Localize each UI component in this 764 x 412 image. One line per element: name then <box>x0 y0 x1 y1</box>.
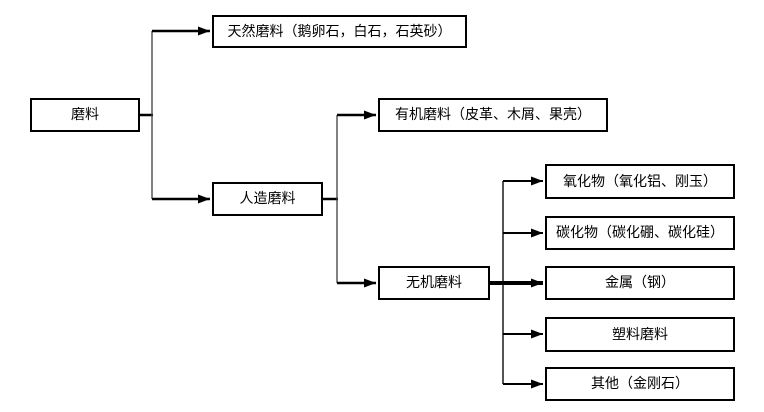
node-abrasive-root: 磨料 <box>30 98 140 132</box>
node-natural-abrasive: 天然磨料（鹅卵石，白石，石英砂） <box>212 15 467 48</box>
node-plastic-abrasive: 塑料磨料 <box>545 317 735 352</box>
node-organic-abrasive: 有机磨料（皮革、木屑、果壳） <box>378 98 608 132</box>
node-metal: 金属（钢） <box>545 266 735 300</box>
node-carbide: 碳化物（碳化硼、碳化硅） <box>545 216 735 250</box>
node-other: 其他（金刚石） <box>545 367 735 401</box>
node-artificial-abrasive: 人造磨料 <box>212 182 323 216</box>
node-inorganic-abrasive: 无机磨料 <box>378 266 490 300</box>
node-oxide: 氧化物（氧化铝、刚玉） <box>545 164 735 199</box>
